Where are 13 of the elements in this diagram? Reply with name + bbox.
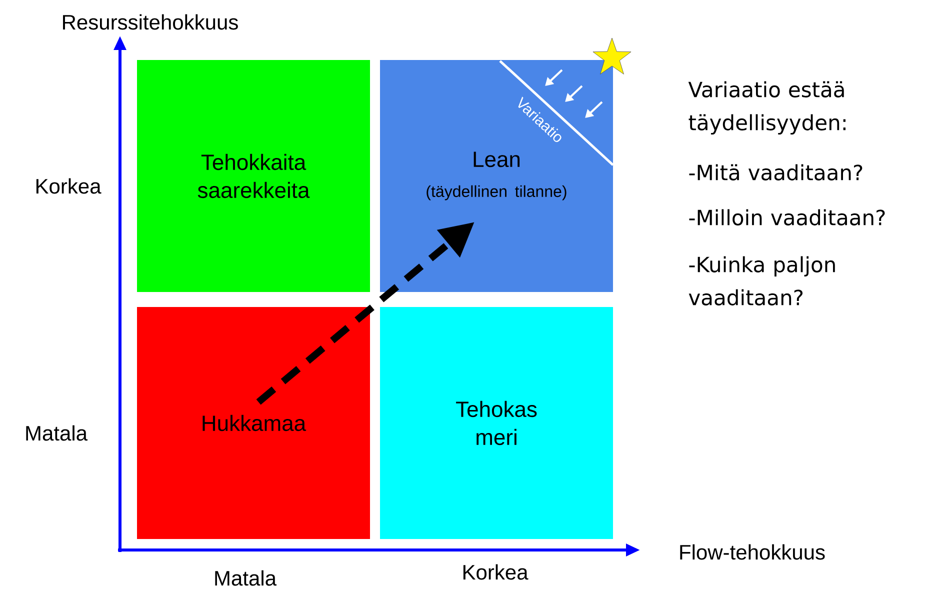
- quadrant-box: Hukkamaa: [137, 307, 370, 539]
- axis-title: Flow-tehokkuus: [680, 544, 825, 560]
- axis-title: Resurssitehokkuus: [63, 14, 238, 30]
- quadrant-box: Tehokas meri: [380, 307, 613, 539]
- quadrant-box: Tehokkaita saarekkeita: [137, 60, 370, 292]
- axis-tick-label: Matala: [215, 570, 277, 586]
- note-text: Variaatio estää täydellisyyden:: [688, 81, 846, 135]
- axis-tick-label: Korkea: [36, 178, 102, 194]
- note-text: -Kuinka paljon vaaditaan?: [688, 256, 835, 306]
- axis-tick-label: Matala: [26, 425, 88, 441]
- note-text: -Mitä vaaditaan?: [689, 164, 862, 180]
- axis-tick-label: Korkea: [463, 564, 528, 580]
- note-text: -Milloin vaaditaan?: [689, 209, 885, 226]
